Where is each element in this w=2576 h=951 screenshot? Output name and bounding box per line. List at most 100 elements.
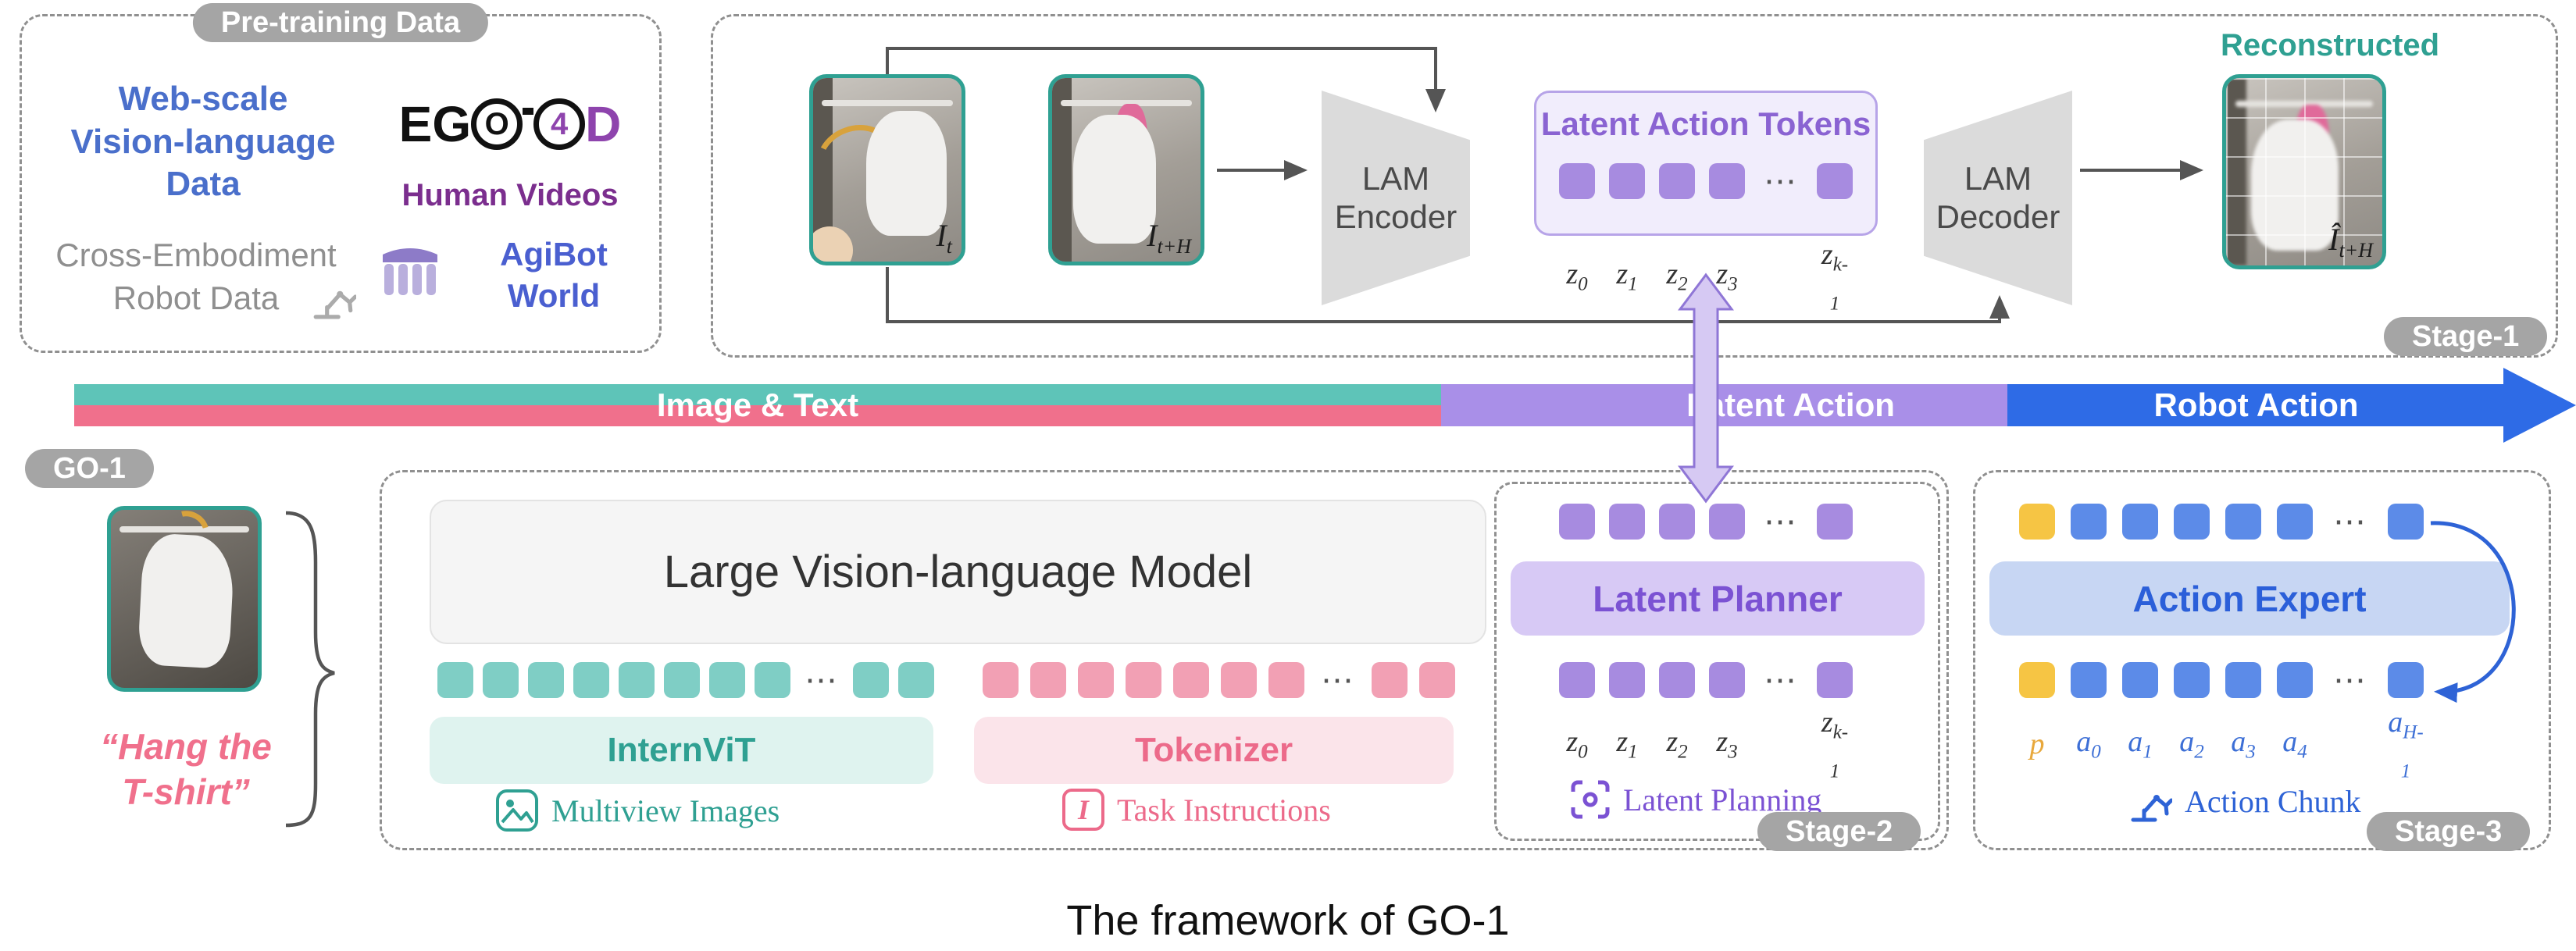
white-tshirt xyxy=(137,532,235,669)
token-square-teal xyxy=(619,662,655,698)
tokenizer-box: Tokenizer xyxy=(974,717,1454,784)
token-square-purple xyxy=(1559,662,1595,698)
token-square-purple xyxy=(1709,662,1745,698)
token-label: z2 xyxy=(1666,725,1688,763)
token-square-blue xyxy=(2225,504,2261,540)
token-label: z0 xyxy=(1566,257,1588,295)
vision-token-row: ⋯ xyxy=(437,662,934,698)
token-label: zk-1 xyxy=(1821,238,1849,315)
go1-badge: GO-1 xyxy=(25,449,154,488)
token-square-pink xyxy=(1173,662,1209,698)
white-garment xyxy=(1072,115,1156,244)
token-square-blue xyxy=(2277,662,2313,698)
token-label: a1 xyxy=(2128,725,2153,763)
action-input-token-row: ⋯ xyxy=(2019,662,2424,698)
observation-image-t: It xyxy=(809,74,965,265)
ego4d-logo-d: D xyxy=(585,96,622,152)
token-square-pink xyxy=(1372,662,1408,698)
planner-input-token-row: ⋯ xyxy=(1559,662,1853,698)
go1-observation-image xyxy=(107,506,262,692)
token-square-yellow xyxy=(2019,662,2055,698)
token-square-blue xyxy=(2122,662,2158,698)
cross-embodiment-label: Cross-Embodiment Robot Data xyxy=(55,237,337,316)
multiview-images-label: Multiview Images xyxy=(551,792,780,828)
action-expert-box: Action Expert xyxy=(1989,561,2510,636)
token-square-blue xyxy=(2122,504,2158,540)
ego4d-glasses-bridge xyxy=(523,107,534,115)
reconstruction-grid-artifact xyxy=(2226,78,2382,265)
bar-image-half xyxy=(74,384,1441,405)
token-square-teal xyxy=(755,662,790,698)
bar-latent-action-label: Latent Action xyxy=(1686,386,1895,423)
token-label: p xyxy=(2029,727,2045,760)
reconstructed-label: Reconstructed xyxy=(2221,28,2440,62)
ellipsis: ⋯ xyxy=(2333,661,2367,698)
ellipsis: ⋯ xyxy=(1321,661,1355,698)
stage1-badge: Stage-1 xyxy=(2384,317,2548,356)
bar-robot-action-segment: Robot Action xyxy=(2007,384,2505,426)
stage1-panel xyxy=(711,14,2558,358)
token-square-purple xyxy=(1817,163,1853,199)
ellipsis: ⋯ xyxy=(1764,503,1798,540)
token-square-teal xyxy=(437,662,473,698)
bar-image-text-segment: Image & Text xyxy=(74,384,1441,426)
token-square-teal xyxy=(709,662,745,698)
ego4d-logo-eg: EG xyxy=(398,96,472,152)
hand xyxy=(813,226,854,262)
multiview-images-caption: Multiview Images xyxy=(495,789,780,832)
token-square-pink xyxy=(1078,662,1114,698)
image-label-t-plus-h: It+H xyxy=(1147,218,1191,258)
robot-arm-icon xyxy=(2131,795,2172,822)
token-square-purple xyxy=(1659,504,1695,540)
latent-planning-icon xyxy=(1571,780,1610,819)
task-instructions-caption: I Task Instructions xyxy=(1062,789,1331,831)
figure-caption: The framework of GO-1 xyxy=(1066,897,1510,944)
token-square-teal xyxy=(573,662,609,698)
token-label: aH-1 xyxy=(2388,706,2424,782)
token-label: z1 xyxy=(1616,725,1638,763)
ellipsis: ⋯ xyxy=(1764,162,1798,199)
latent-token-row: ⋯ xyxy=(1559,163,1853,199)
token-square-purple xyxy=(1609,662,1645,698)
multiview-images-icon xyxy=(496,789,538,832)
reconstructed-image: Ît+H xyxy=(2222,74,2386,269)
stage2-badge: Stage-2 xyxy=(1757,812,1921,851)
ego4d-logo: EG O 4 D xyxy=(366,95,655,153)
bar-arrowhead xyxy=(2503,368,2576,443)
clothes-rod xyxy=(120,525,249,532)
task-instruction-text: “Hang the T-shirt” xyxy=(100,726,272,812)
text-token-row: ⋯ xyxy=(983,662,1455,698)
bar-image-text-label: Image & Text xyxy=(656,386,859,423)
token-square-blue xyxy=(2174,662,2210,698)
token-label: z3 xyxy=(1716,257,1738,295)
observation-image-t-plus-h: It+H xyxy=(1048,74,1204,265)
go1-model-panel xyxy=(380,470,1949,850)
token-square-pink xyxy=(1126,662,1161,698)
token-square-blue xyxy=(2225,662,2261,698)
token-square-purple xyxy=(1709,504,1745,540)
human-videos-label: Human Videos xyxy=(401,178,619,212)
token-square-blue xyxy=(2071,504,2107,540)
latent-planning-label: Latent Planning xyxy=(1623,782,1822,817)
action-output-token-row: ⋯ xyxy=(2019,504,2424,540)
ellipsis: ⋯ xyxy=(805,661,839,698)
token-square-teal xyxy=(528,662,564,698)
token-square-pink xyxy=(1268,662,1304,698)
ego4d-glasses-left-lens: O xyxy=(471,98,523,150)
internvit-box: InternViT xyxy=(430,717,933,784)
token-square-blue xyxy=(2388,504,2424,540)
image-label-reconstructed: Ît+H xyxy=(2328,222,2373,262)
task-instructions-label: Task Instructions xyxy=(1117,792,1331,828)
token-square-blue xyxy=(2277,504,2313,540)
token-square-blue xyxy=(2174,504,2210,540)
white-garment xyxy=(866,111,947,237)
vlm-box: Large Vision-language Model xyxy=(430,500,1486,644)
token-square-teal xyxy=(483,662,519,698)
wardrobe-side-panel xyxy=(1052,78,1072,262)
token-square-blue xyxy=(2071,662,2107,698)
token-square-pink xyxy=(1030,662,1066,698)
image-label-t: It xyxy=(936,218,952,258)
token-square-pink xyxy=(983,662,1019,698)
